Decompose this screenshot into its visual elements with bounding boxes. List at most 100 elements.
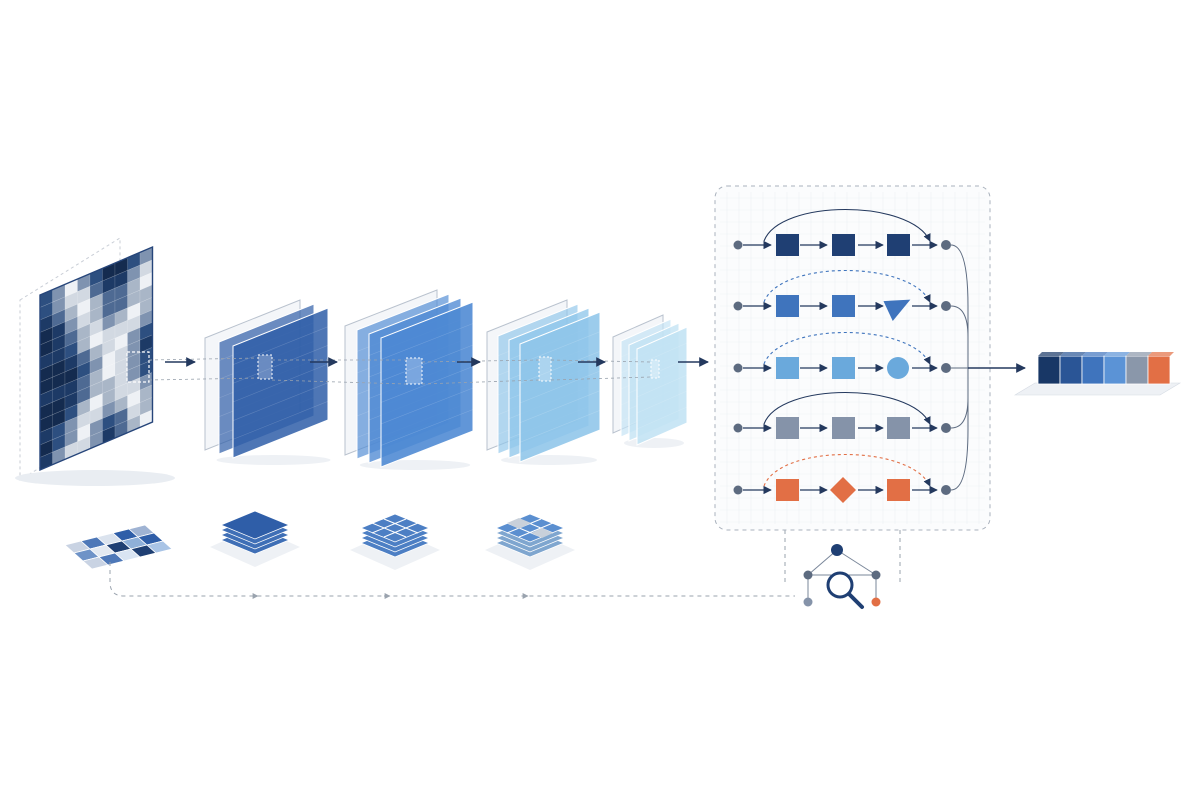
- stage-patch: [405, 357, 423, 385]
- stack-layer: [359, 513, 431, 543]
- branch-skip-arc: [763, 332, 931, 365]
- output-cell: [1081, 355, 1105, 385]
- projection-line: [148, 357, 259, 361]
- branch-3: [733, 332, 968, 379]
- projection-line: [271, 379, 407, 385]
- branch-4: [733, 368, 969, 439]
- branch-square: [776, 295, 799, 317]
- branch-merge-line: [950, 305, 969, 368]
- output-cell-top: [1148, 352, 1174, 356]
- stage-shadow: [501, 455, 597, 465]
- branch-output-node: [941, 423, 951, 433]
- branch-square: [832, 234, 855, 256]
- feature-stage-2: [344, 289, 474, 470]
- branch-input-node: [733, 240, 743, 250]
- feature-map-slice: [519, 311, 601, 463]
- output-cell: [1037, 355, 1061, 385]
- stage-shadow: [359, 460, 471, 470]
- branch-square: [776, 479, 799, 501]
- branch-triangle: [883, 299, 911, 322]
- grid-layer-stack-icon: [350, 513, 440, 570]
- branch-skip-arc: [763, 270, 931, 303]
- magnifier-lens: [826, 571, 854, 599]
- feature-map-slice: [636, 326, 688, 446]
- output-shadow: [1013, 382, 1182, 396]
- feature-map-slice: [232, 307, 329, 459]
- output-cell-top: [1104, 352, 1130, 356]
- branch-square: [832, 357, 855, 379]
- projection-line: [550, 376, 652, 381]
- feature-stage-4: [612, 314, 688, 448]
- stage-patch: [257, 354, 273, 380]
- input-receptive-field: [126, 351, 150, 383]
- output-cell: [1059, 355, 1083, 385]
- feature-map-slice: [380, 301, 474, 468]
- input-mosaic: [39, 246, 153, 471]
- projection-line: [421, 359, 540, 363]
- graph-edge: [836, 549, 877, 576]
- graph-node: [831, 544, 843, 556]
- output-cell: [1147, 355, 1171, 385]
- branch-skip-arc: [763, 454, 931, 487]
- projection-line: [421, 379, 540, 385]
- branch-output-node: [941, 363, 951, 373]
- branch-2: [733, 270, 969, 368]
- output-vector: [1013, 352, 1182, 396]
- graph-node: [871, 597, 881, 607]
- single-layer-stack-icon: [210, 510, 300, 567]
- stage-patch: [538, 356, 552, 382]
- branch-panel: [714, 185, 1026, 531]
- branch-merge-line: [950, 244, 969, 368]
- input-shadow: [15, 470, 175, 486]
- branch-skip-arc: [763, 392, 931, 425]
- projection-line: [148, 377, 259, 381]
- magnifier-graph-icon: [803, 544, 881, 609]
- graph-node: [871, 570, 881, 580]
- branch-output-node: [941, 301, 951, 311]
- mixed-layer-stack-icon: [485, 513, 575, 570]
- branch-skip-arc: [763, 209, 931, 242]
- output-cell: [1125, 355, 1149, 385]
- branch-square: [887, 234, 910, 256]
- graph-node: [803, 597, 813, 607]
- input-back-frame: [19, 237, 121, 481]
- branch-square: [887, 479, 910, 501]
- output-cell-top: [1126, 352, 1152, 356]
- branch-diamond: [830, 477, 856, 503]
- branch-input-node: [733, 485, 743, 495]
- feedback-path: [109, 530, 901, 599]
- branch-square: [776, 417, 799, 439]
- branch-square: [832, 295, 855, 317]
- feature-stages: [148, 289, 688, 470]
- output-cell-top: [1060, 352, 1086, 356]
- input-border: [39, 245, 154, 472]
- feedback-dashed-line: [109, 562, 795, 597]
- branch-input-node: [733, 301, 743, 311]
- graph-edge: [807, 549, 838, 576]
- feature-stage-3: [486, 299, 601, 465]
- input-image: [15, 237, 175, 486]
- branch-output-node: [941, 485, 951, 495]
- stage-patch: [650, 359, 660, 379]
- branch-5: [733, 368, 969, 503]
- branch-square: [776, 234, 799, 256]
- stack-layer: [219, 510, 291, 540]
- branch-input-node: [733, 363, 743, 373]
- output-cell: [1103, 355, 1127, 385]
- branch-merge-line: [950, 368, 969, 491]
- branch-input-node: [733, 423, 743, 433]
- branch-square: [832, 417, 855, 439]
- input-grid-icon: [64, 524, 173, 570]
- summary-icons: [64, 510, 575, 570]
- output-cell-top: [1038, 352, 1064, 356]
- branch-square: [776, 357, 799, 379]
- branch-1: [733, 209, 969, 368]
- branch-circle: [887, 357, 909, 379]
- branch-output-node: [941, 240, 951, 250]
- stage-shadow: [216, 455, 331, 465]
- magnifier-handle: [847, 592, 864, 609]
- graph-node: [803, 570, 813, 580]
- branch-square: [887, 417, 910, 439]
- output-cell-top: [1082, 352, 1108, 356]
